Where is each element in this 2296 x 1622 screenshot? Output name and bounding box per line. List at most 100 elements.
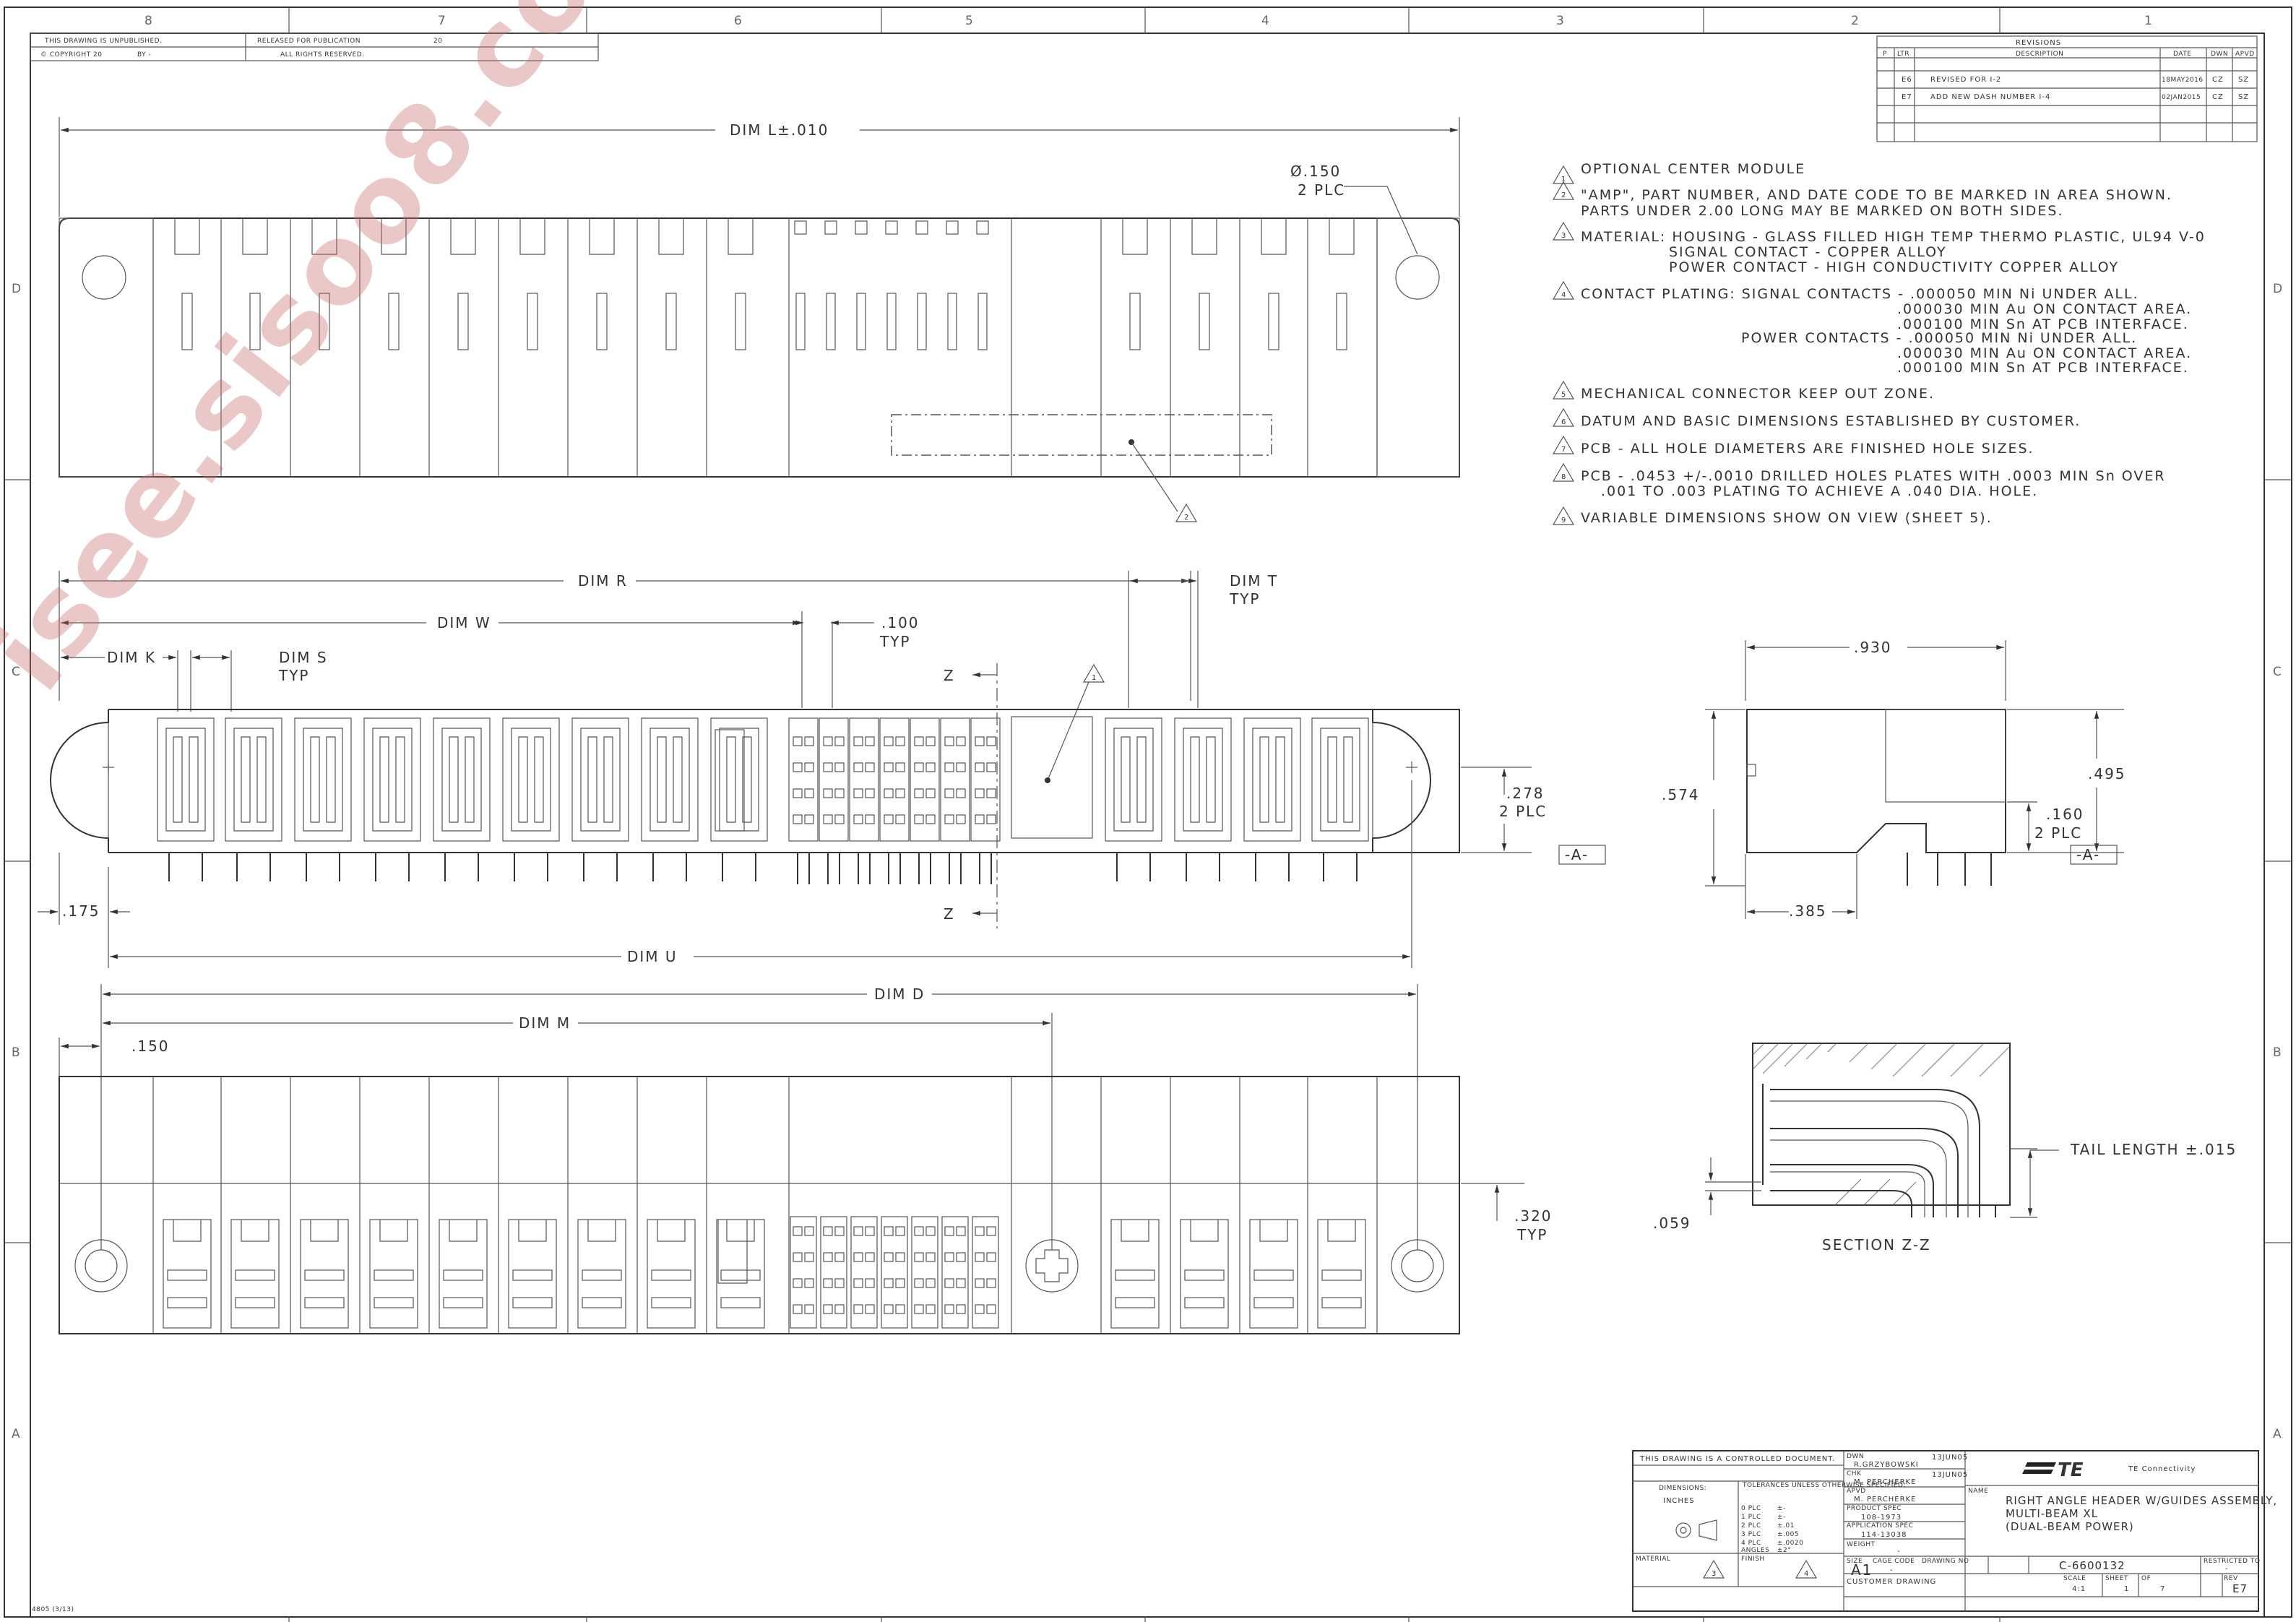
rev-col-date: DATE [2173, 51, 2191, 58]
dim-s-label: DIM S [279, 649, 328, 666]
front-blank-module [715, 729, 745, 832]
copyright-text: © COPYRIGHT 20 [40, 51, 102, 59]
side-pin-qty-label: 2 PLC [2034, 824, 2082, 842]
note-7-flag: 7 [1561, 446, 1566, 454]
rev-row-2-date: 02JAN2015 [2162, 94, 2201, 101]
front-power-module [363, 717, 421, 881]
zone-row-d-left: D [12, 282, 21, 296]
form-number: 4805 (3/13) [32, 1606, 74, 1613]
chk-label: CHK [1847, 1470, 1862, 1478]
scale-label: SCALE [2063, 1575, 2086, 1582]
bottom-view-modules [152, 1077, 1378, 1334]
tol-row-2-value: ±.01 [1777, 1522, 1795, 1530]
side-datum-label: -A- [2076, 846, 2100, 863]
size-label: SIZE [1847, 1558, 1863, 1565]
te-logo-text: TE [2058, 1459, 2084, 1481]
front-power-module [1243, 717, 1301, 881]
bottom-power-module [577, 1219, 626, 1329]
rev-row-2-desc: ADD NEW DASH NUMBER I-4 [1930, 93, 2050, 101]
bottom-power-module [163, 1219, 212, 1329]
product-spec-label: PRODUCT SPEC [1847, 1505, 1902, 1512]
front-offset-label: .175 [62, 902, 100, 920]
bottom-power-module [716, 1219, 765, 1329]
controlled-text: THIS DRAWING IS A CONTROLLED DOCUMENT. [1639, 1455, 1835, 1463]
bottom-signal-column [911, 1216, 938, 1329]
dim-d-label: DIM D [874, 985, 925, 1003]
finish-label: FINISH [1741, 1556, 1765, 1563]
top-power-module [1122, 218, 1148, 350]
front-power-module [710, 717, 768, 881]
note-8-line-1: PCB - .0453 +/-.0010 DRILLED HOLES PLATE… [1581, 468, 2166, 484]
dwn-name: R.GRZYBOWSKI [1854, 1461, 1919, 1469]
note-1-line-1: OPTIONAL CENTER MODULE [1581, 161, 1805, 177]
rev-col-apvd: APVD [2235, 51, 2255, 58]
scale-value: 4:1 [2072, 1585, 2086, 1593]
bottom-signal-column [790, 1216, 817, 1329]
tol-row-1-value: ±- [1777, 1514, 1786, 1521]
front-power-module [433, 717, 491, 881]
released-text: RELEASED FOR PUBLICATION [257, 38, 361, 45]
drawing-no-label: DRAWING NO [1922, 1558, 1969, 1565]
top-power-module [174, 218, 200, 350]
side-view-outline [1746, 709, 2006, 853]
apvd-label: APVD [1847, 1488, 1866, 1495]
released-year: 20 [433, 38, 442, 45]
bottom-power-module [1249, 1219, 1298, 1329]
bottom-power-module [1110, 1219, 1160, 1329]
zone-row-b-left: B [12, 1045, 20, 1060]
chk-date: 13JUN05 [1932, 1471, 1968, 1479]
side-pin-label: .160 [2046, 806, 2084, 823]
top-power-module [381, 218, 407, 350]
sheet-label: SHEET [2105, 1575, 2128, 1582]
dim-m-label: DIM M [519, 1014, 571, 1032]
te-logo: TE [2022, 1459, 2084, 1481]
tolerances-label: TOLERANCES UNLESS OTHERWISE SPECIFIED: [1742, 1482, 1906, 1489]
projection-symbol [1675, 1519, 1717, 1541]
center-module-note-flag: 1 [1092, 674, 1097, 682]
finish-note-flag: 4 [1804, 1570, 1809, 1578]
front-power-module [1311, 717, 1369, 881]
tol-row-5-value: ±2° [1777, 1547, 1791, 1554]
note-4-line-2: .000030 MIN Au ON CONTACT AREA. [1897, 301, 2192, 317]
front-view-outline [108, 709, 1460, 853]
revisions-table: REVISIONS P LTR DESCRIPTION DATE DWN APV… [1876, 35, 2258, 142]
side-depth-label: .385 [1789, 902, 1827, 920]
zone-col-7: 7 [438, 14, 446, 28]
front-signal-column [879, 717, 910, 884]
rev-row-1-date: 18MAY2016 [2162, 77, 2204, 84]
weight-label: WEIGHT [1847, 1541, 1875, 1548]
zone-col-2: 2 [1851, 14, 1859, 28]
tol-row-5-key: ANGLES [1741, 1547, 1769, 1554]
side-height-label: .574 [1662, 786, 1700, 803]
zone-row-c-left: C [12, 665, 20, 679]
application-spec-label: APPLICATION SPEC [1847, 1522, 1913, 1530]
tol-row-3-value: ±.005 [1777, 1531, 1799, 1538]
part-name-line-1: RIGHT ANGLE HEADER W/GUIDES ASSEMBLY, [2006, 1494, 2277, 1507]
mounting-hole-left [82, 255, 126, 300]
part-name-line-2: MULTI-BEAM XL [2006, 1507, 2098, 1520]
of-value: 7 [2160, 1585, 2165, 1593]
material-label: MATERIAL [1636, 1556, 1671, 1563]
bottom-height-typ-label: TYP [1516, 1226, 1548, 1243]
note-3: 3 MATERIAL: HOUSING - GLASS FILLED HIGH … [1552, 221, 2204, 275]
front-signal-column [788, 717, 819, 884]
section-outline [1752, 1043, 2011, 1206]
customer-drawing: CUSTOMER DRAWING [1847, 1578, 1936, 1586]
rev-col-p: P [1883, 51, 1887, 58]
note-7: 7 PCB - ALL HOLE DIAMETERS ARE FINISHED … [1552, 435, 2033, 457]
dwn-label: DWN [1847, 1453, 1864, 1460]
note-4-line-6: .000100 MIN Sn AT PCB INTERFACE. [1897, 360, 2189, 376]
tail-length-label: TAIL LENGTH ±.015 [2070, 1141, 2237, 1158]
bottom-signal-column [972, 1216, 999, 1329]
application-spec: 114-13038 [1861, 1531, 1907, 1539]
bottom-blank-module [717, 1220, 748, 1284]
guide-left [50, 709, 109, 853]
note-4-line-3: .000100 MIN Sn AT PCB INTERFACE. [1897, 316, 2189, 332]
tol-row-3-key: 3 PLC [1741, 1531, 1761, 1538]
bottom-view: DIM D DIM M .150 .320 TYP [59, 984, 1551, 1334]
side-view: .930 .574 .495 .160 2 PLC -A- .385 [1662, 639, 2125, 920]
apvd-name: M. PERCHERKE [1854, 1496, 1916, 1504]
rev-value: E7 [2232, 1582, 2248, 1595]
top-signal-module [915, 220, 928, 350]
